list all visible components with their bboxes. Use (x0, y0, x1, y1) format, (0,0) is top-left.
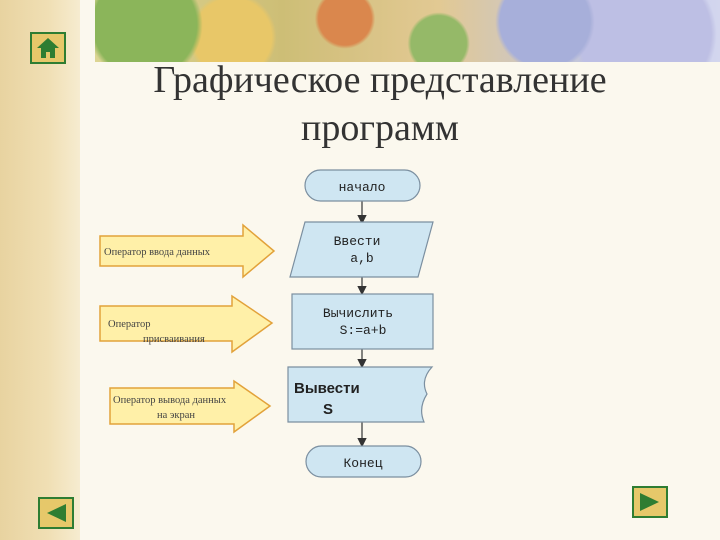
input-parallelogram (289, 221, 434, 278)
parchment-sidebar (0, 0, 80, 540)
callout-output-line1: Оператор вывода данных (113, 395, 227, 406)
callout-arrow-output (109, 379, 272, 434)
end-terminator (305, 445, 422, 478)
decorative-banner (95, 0, 720, 62)
output-document-shape (287, 366, 434, 423)
start-terminator (304, 169, 421, 202)
callout-output-line2: на экран (157, 410, 195, 421)
page-title: Графическое представление программ (100, 56, 660, 152)
callout-arrow-assign (99, 294, 274, 354)
home-button[interactable] (30, 32, 66, 64)
process-label-line2: S:=a+b (340, 323, 387, 338)
process-label-line1: Вычислить (323, 306, 393, 321)
process-rectangle (291, 293, 434, 350)
triangle-left-icon (47, 504, 66, 522)
callout-input-label: Оператор ввода данных (104, 247, 211, 258)
start-label: начало (339, 180, 386, 195)
callout-assign-line1: Оператор (108, 319, 150, 330)
title-line-1: Графическое представление (153, 59, 607, 101)
next-slide-button[interactable] (632, 486, 668, 518)
output-label-line1: Вывести (294, 380, 360, 397)
triangle-right-icon (640, 493, 659, 511)
end-label: Конец (343, 456, 382, 471)
input-label-line1: Ввести (334, 234, 381, 249)
title-line-2: программ (301, 107, 459, 149)
home-icon (37, 38, 59, 58)
prev-slide-button[interactable] (38, 497, 74, 529)
callout-assign-line2: присваивания (143, 334, 205, 345)
callout-arrow-input (99, 223, 276, 279)
input-label-line2: a,b (350, 251, 373, 266)
output-label-line2: S (323, 401, 333, 418)
